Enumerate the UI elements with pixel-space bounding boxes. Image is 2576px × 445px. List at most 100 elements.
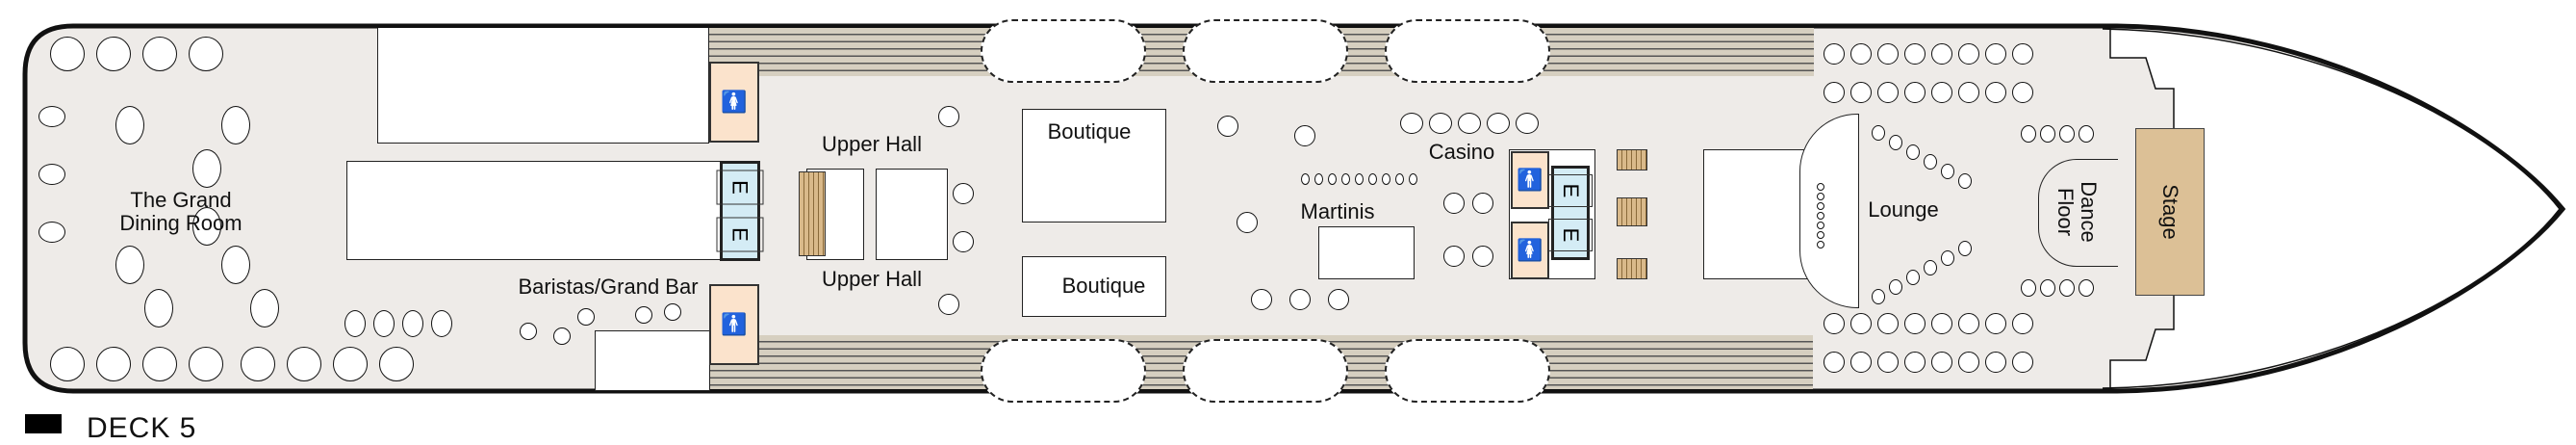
table-icon [142,347,177,381]
service-area [377,28,709,144]
table-icon [1985,43,2006,65]
table-icon [1904,352,1926,373]
table-icon [1924,260,1937,275]
table-icon [50,37,85,71]
upper-hall-atrium [876,169,948,260]
elevator-bank-aft: E E [716,161,764,261]
men-restroom-icon: 🚹 [721,312,748,336]
table-icon [1314,173,1323,185]
table-icon [2012,313,2033,334]
venue-casino[interactable]: Casino [1428,140,1495,164]
table-icon [96,347,131,381]
restroom-women: 🚺 [1511,222,1549,279]
table-icon [938,106,959,127]
table-icon [1395,173,1404,185]
table-icon [1877,43,1899,65]
lounge-void [1799,114,1859,308]
table-icon [38,222,65,243]
elevator-icon: E [1548,219,1593,251]
table-icon [96,37,131,71]
service-area [346,161,724,260]
elevator-bank-forward: E E [1548,166,1593,260]
table-icon [1850,352,1872,373]
table-icon [1958,313,1979,334]
table-icon [1443,246,1465,267]
table-icon [2021,125,2036,143]
table-icon [1429,113,1452,134]
table-icon [1985,82,2006,103]
table-icon [1817,212,1824,220]
deck-edge [1790,28,1814,76]
table-icon [1368,173,1377,185]
table-icon [1931,313,1952,334]
elevator-icon: E [716,217,764,252]
restroom-men: 🚹 [709,284,759,365]
table-icon [1817,202,1824,210]
table-icon [344,310,366,337]
table-icon [1872,125,1885,141]
table-icon [2040,279,2055,297]
table-icon [1931,352,1952,373]
lifeboat [981,339,1146,403]
table-icon [1889,135,1902,150]
deck-label: DECK 5 [87,412,197,444]
venue-stage[interactable]: Stage [2158,184,2182,240]
venue-boutique-port[interactable]: Boutique [1047,119,1132,144]
table-icon [1487,113,1510,134]
elevator-icon: E [1548,174,1593,207]
table-icon [1817,183,1824,191]
table-icon [1382,173,1390,185]
table-icon [1850,313,1872,334]
staircase [1617,197,1647,226]
venue-martinis[interactable]: Martinis [1300,199,1375,223]
table-icon [241,347,275,381]
table-icon [1341,173,1350,185]
lifeboat [1385,19,1550,83]
table-icon [1409,173,1417,185]
staircase [799,171,826,256]
table-icon [1924,154,1937,170]
lounge-entrance [1703,149,1809,279]
boutique-room-bottom [1022,256,1166,317]
table-icon [938,294,959,315]
staircase [1617,258,1647,279]
venue-baristas-grand-bar[interactable]: Baristas/Grand Bar [518,275,699,299]
venue-dance-floor[interactable]: Dance Floor [2053,181,2101,243]
table-icon [38,164,65,185]
table-icon [1328,289,1349,310]
table-icon [1328,173,1337,185]
table-icon [1877,352,1899,373]
table-icon [192,149,221,188]
table-icon [1817,193,1824,200]
table-icon [1237,212,1258,233]
venue-upper-hall-port[interactable]: Upper Hall [822,132,922,156]
deck-marker-icon [25,414,62,433]
lifeboat [981,19,1146,83]
venue-boutique-starboard[interactable]: Boutique [1061,274,1146,298]
table-icon [287,347,321,381]
table-icon [1872,289,1885,304]
table-icon [953,183,974,204]
table-icon [1941,164,1954,179]
table-icon [1516,113,1539,134]
venue-upper-hall-starboard[interactable]: Upper Hall [822,267,922,291]
venue-lounge[interactable]: Lounge [1868,197,1939,222]
table-icon [1958,43,1979,65]
table-icon [115,106,144,144]
table-icon [1931,43,1952,65]
table-icon [1817,231,1824,239]
table-icon [1850,43,1872,65]
table-icon [50,347,85,381]
table-icon [1889,279,1902,295]
table-icon [2012,352,2033,373]
table-icon [1458,113,1481,134]
venue-grand-dining-room[interactable]: The Grand Dining Room [119,188,242,235]
table-icon [38,106,65,127]
table-icon [1817,241,1824,249]
table-icon [1941,250,1954,266]
staircase [1617,149,1647,170]
table-icon [1472,246,1493,267]
table-icon [1958,173,1972,189]
table-icon [2079,279,2094,297]
table-icon [1906,144,1920,160]
